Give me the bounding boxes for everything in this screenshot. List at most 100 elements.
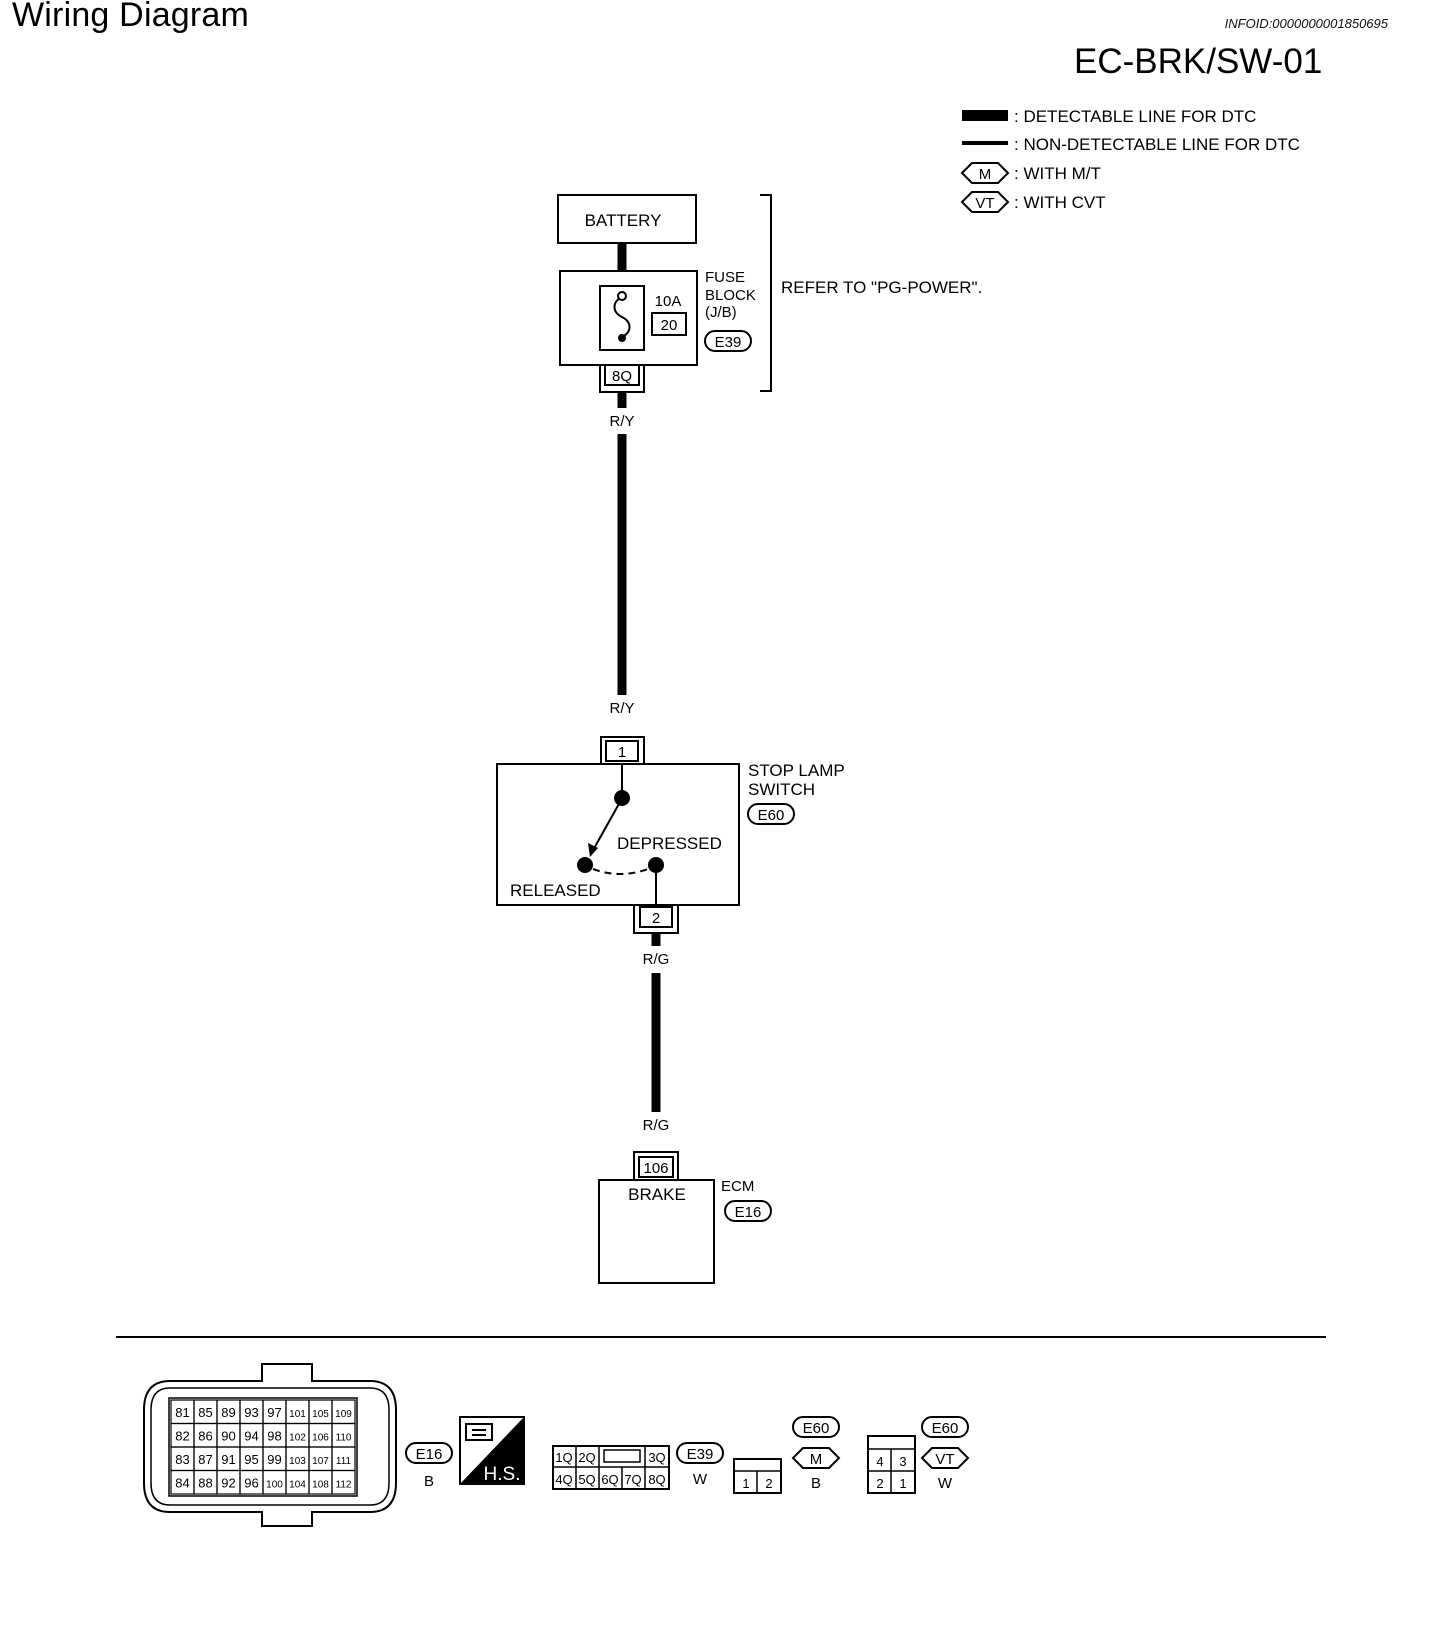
e16-label-badge <box>405 1442 453 1464</box>
fuse-block-label-3: (J/B) <box>705 304 737 321</box>
fuse-connector-badge <box>704 330 752 352</box>
e39-pin: 7Q <box>624 1472 641 1487</box>
e39-pin: 5Q <box>578 1472 595 1487</box>
e16-pin-number: 99 <box>267 1452 281 1467</box>
e39-color: W <box>693 1471 708 1488</box>
released-contact <box>577 857 593 873</box>
e16-pin-number: 95 <box>244 1452 258 1467</box>
e60-mt-symbol: M <box>810 1451 823 1468</box>
switch-common-contact <box>614 790 630 806</box>
e16-pin-number: 88 <box>198 1476 212 1491</box>
fuse-number-box <box>651 312 687 336</box>
legend-mt-label: : WITH M/T <box>1014 164 1101 183</box>
e16-pin-number: 104 <box>289 1480 306 1491</box>
e39-pin: 6Q <box>601 1472 618 1487</box>
e16-pin-number: 89 <box>221 1405 235 1420</box>
e60-mt-pin: 1 <box>742 1476 749 1491</box>
switch-terminal-2: 2 <box>652 910 660 927</box>
hs-icon: H.S. <box>459 1416 525 1485</box>
fuse-block-label-2: BLOCK <box>705 287 756 304</box>
e16-pin-number: 90 <box>221 1429 235 1444</box>
ecm-box <box>598 1179 715 1284</box>
switch-terminal-1: 1 <box>618 744 626 761</box>
legend-cvt-label: : WITH CVT <box>1014 193 1106 212</box>
e16-pin-number: 100 <box>266 1480 283 1491</box>
e16-pin-number: 93 <box>244 1405 258 1420</box>
switch-connector-id: E60 <box>758 807 785 824</box>
e39-pin: 3Q <box>648 1450 665 1465</box>
switch-arm-arrow <box>588 843 598 857</box>
e60-cvt-color: W <box>938 1475 953 1492</box>
e60-cvt-pin: 2 <box>876 1476 883 1491</box>
fuse-block-label-1: FUSE <box>705 269 745 286</box>
e16-pin-number: 101 <box>289 1409 306 1420</box>
e60-cvt-pin: 3 <box>899 1454 906 1469</box>
fuse-terminal-box <box>604 364 640 386</box>
connector-e60-mt-face: 1 2 E60 M B <box>733 1416 841 1494</box>
e60-cvt-label: E60 <box>932 1420 959 1437</box>
e16-label: E16 <box>416 1446 443 1463</box>
e16-pin-number: 85 <box>198 1405 212 1420</box>
e16-pin-number: 82 <box>175 1429 189 1444</box>
e60-cvt-symbol: VT <box>935 1451 954 1468</box>
e60-cvt-label-badge <box>921 1416 969 1438</box>
e16-pin-number: 103 <box>289 1456 306 1467</box>
non-detectable-line-swatch <box>962 141 1008 145</box>
e16-pin-number: 81 <box>175 1405 189 1420</box>
e16-pin-number: 84 <box>175 1476 189 1491</box>
connector-e39-face: 1Q 2Q 3Q 4Q 5Q 6Q 7Q 8Q E39 W <box>552 1442 724 1490</box>
fuse-terminal: 8Q <box>612 368 632 385</box>
e16-pin-number: 91 <box>221 1452 235 1467</box>
switch-terminal-1-box <box>605 740 639 762</box>
e16-pin-number: 83 <box>175 1452 189 1467</box>
fuse-holder <box>599 285 645 351</box>
e39-pin: 4Q <box>555 1472 572 1487</box>
ecm-connector-badge <box>724 1200 772 1222</box>
e39-pin: 8Q <box>648 1472 665 1487</box>
e60-cvt-symbol-icon <box>920 1447 970 1469</box>
hs-label: H.S. <box>484 1464 521 1485</box>
connector-e60-cvt-face: 4 3 2 1 E60 VT W <box>867 1416 970 1494</box>
stop-lamp-switch-box <box>496 763 740 906</box>
mt-symbol-icon <box>960 162 1010 184</box>
e16-pin-number: 105 <box>312 1409 329 1420</box>
wire-r-g-top-label: R/G <box>643 951 670 968</box>
e60-mt-symbol-icon <box>791 1447 841 1469</box>
e60-mt-label: E60 <box>803 1420 830 1437</box>
wire-r-y-bottom-label: R/Y <box>609 700 634 717</box>
fuse-amperage: 10A <box>655 293 682 310</box>
e60-cvt-pin: 1 <box>899 1476 906 1491</box>
e16-pin-number: 87 <box>198 1452 212 1467</box>
ecm: 106 BRAKE ECM E16 <box>598 1151 772 1284</box>
fuse-icon <box>613 296 631 338</box>
hs-connector-icon <box>465 1423 493 1441</box>
fuse-block: 10A 20 FUSE BLOCK (J/B) E39 8Q REFER TO … <box>559 194 982 393</box>
depressed-label: DEPRESSED <box>617 834 722 853</box>
e39-pin: 2Q <box>578 1450 595 1465</box>
e60-mt-label-badge <box>792 1416 840 1438</box>
ecm-terminal: 106 <box>643 1160 668 1177</box>
switch-label-2: SWITCH <box>748 780 815 799</box>
e16-pin-number: 110 <box>336 1433 352 1444</box>
e16-pin-number: 108 <box>312 1480 329 1491</box>
ecm-function: BRAKE <box>628 1185 686 1204</box>
e16-pin-number: 98 <box>267 1429 281 1444</box>
e16-pin-cell <box>331 1469 356 1495</box>
released-label: RELEASED <box>510 881 601 900</box>
legend: : DETECTABLE LINE FOR DTC : NON-DETECTAB… <box>960 107 1300 213</box>
battery: BATTERY <box>557 194 697 244</box>
e60-cvt-pin: 4 <box>876 1454 883 1469</box>
switch-connector-badge <box>747 803 795 825</box>
switch-travel-dashed <box>592 868 649 875</box>
e16-grid-frame <box>168 1397 358 1497</box>
e16-pin-number: 92 <box>221 1476 235 1491</box>
ecm-connector-id: E16 <box>735 1204 762 1221</box>
e16-pin-number: 97 <box>267 1405 281 1420</box>
legend-non-detectable-label: : NON-DETECTABLE LINE FOR DTC <box>1014 135 1300 154</box>
legend-detectable-label: : DETECTABLE LINE FOR DTC <box>1014 107 1256 126</box>
info-id: INFOID:0000000001850695 <box>1224 16 1388 31</box>
e16-pin-number: 111 <box>336 1456 352 1467</box>
detectable-line-swatch <box>962 110 1008 121</box>
e16-pin-number: 102 <box>289 1433 306 1444</box>
